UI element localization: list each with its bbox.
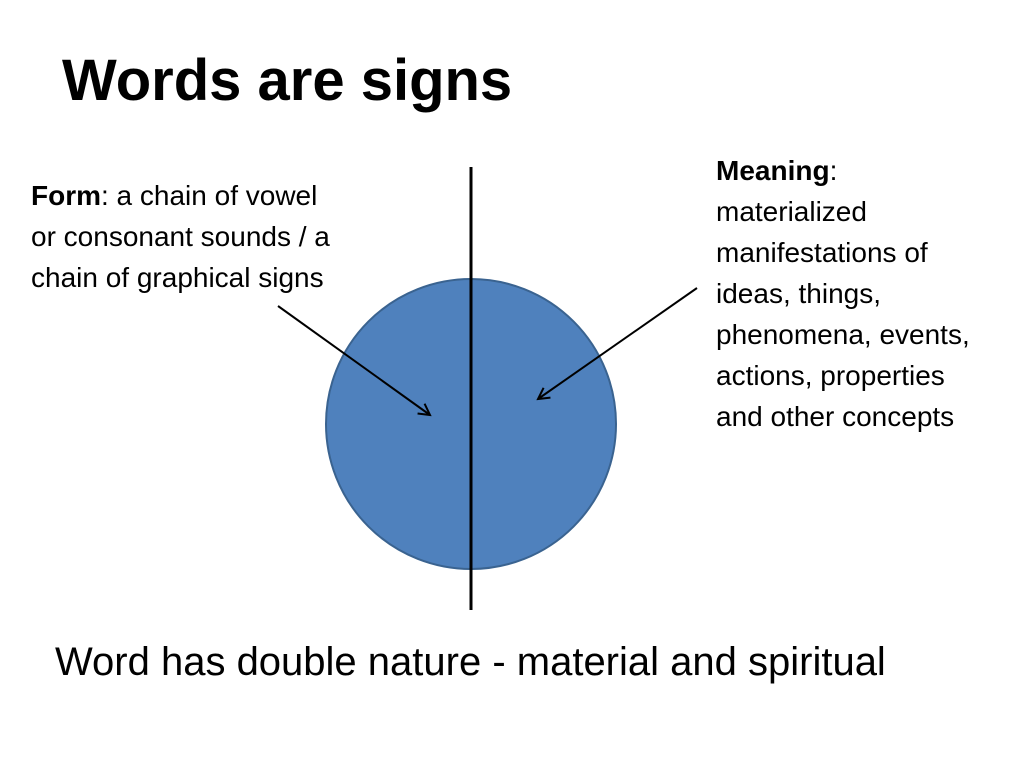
form-arrow xyxy=(277,305,430,415)
meaning-arrow xyxy=(538,287,698,399)
slide-caption: Word has double nature - material and sp… xyxy=(55,640,886,684)
form-term: Form xyxy=(31,180,101,211)
form-description: Form: a chain of vowel or consonant soun… xyxy=(31,175,341,298)
form-definition: : a chain of vowel or consonant sounds /… xyxy=(31,180,330,293)
meaning-definition: : materialized manifestations of ideas, … xyxy=(716,155,970,432)
meaning-term: Meaning xyxy=(716,155,830,186)
slide-title: Words are signs xyxy=(62,48,513,113)
meaning-description: Meaning: materialized manifestations of … xyxy=(716,150,986,437)
